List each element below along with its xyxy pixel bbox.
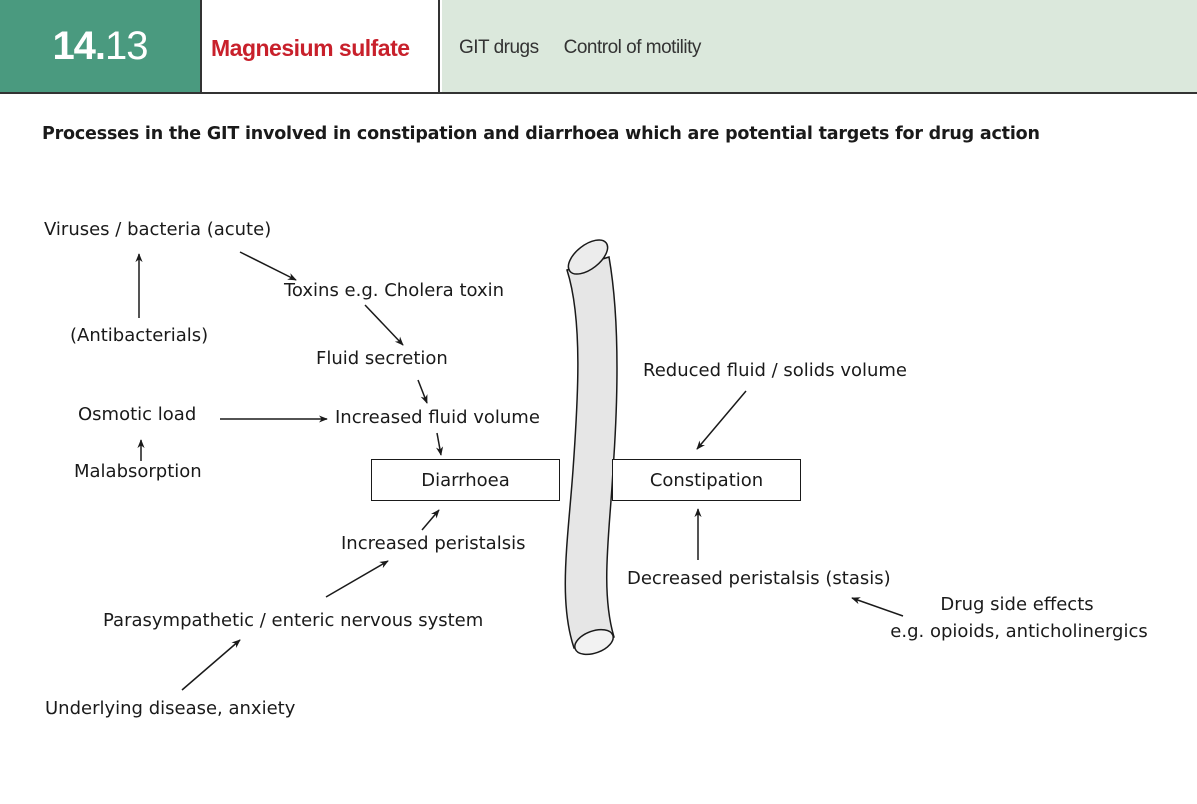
arrow-peristalsis-to-diarrhoea [421, 509, 440, 531]
label-increased-fluid-volume: Increased fluid volume [335, 407, 540, 428]
section-minor: 13 [105, 23, 148, 68]
label-fluid-secretion: Fluid secretion [316, 348, 448, 369]
label-viruses-bacteria: Viruses / bacteria (acute) [44, 219, 272, 240]
label-decreased-peristalsis: Decreased peristalsis (stasis) [627, 568, 891, 589]
label-parasympathetic: Parasympathetic / enteric nervous system [103, 610, 484, 631]
page-header: 14.13 Magnesium sulfate GIT drugs Contro… [0, 0, 1197, 94]
breadcrumb-item: Control of motility [563, 37, 702, 58]
constipation-box: Constipation [612, 459, 801, 501]
arrow-drugs-to-decreased-peristalsis [851, 597, 904, 617]
label-reduced-fluid: Reduced fluid / solids volume [643, 360, 908, 381]
header-divider [0, 92, 1197, 94]
constipation-label: Constipation [649, 469, 764, 491]
breadcrumb-item: GIT drugs [459, 37, 539, 58]
arrow-fluid-secretion-to-increased-fluid [417, 379, 428, 404]
section-number: 14.13 [0, 0, 200, 92]
label-toxins: Toxins e.g. Cholera toxin [284, 280, 505, 301]
arrow-underlying-to-parasympathetic [181, 639, 241, 691]
label-drug-side-effects: Drug side effects [940, 594, 1094, 615]
label-drug-examples: e.g. opioids, anticholinergics [890, 621, 1148, 642]
page-title: Magnesium sulfate [200, 0, 440, 92]
arrow-reduced-fluid-to-constipation [696, 390, 747, 450]
diarrhoea-label: Diarrhoea [421, 469, 510, 491]
diarrhoea-box: Diarrhoea [371, 459, 560, 501]
arrow-toxins-to-fluid-secretion [364, 304, 404, 346]
label-underlying-disease: Underlying disease, anxiety [45, 698, 296, 719]
label-antibacterials: (Antibacterials) [70, 325, 209, 346]
arrow-parasympathetic-to-peristalsis [325, 560, 389, 598]
intestine-icon [564, 239, 618, 656]
label-osmotic-load: Osmotic load [78, 404, 197, 425]
arrow-viruses-to-toxins [239, 251, 297, 281]
intestine-body [564, 256, 618, 649]
breadcrumb: GIT drugs Control of motility [442, 0, 1197, 92]
section-major: 14. [52, 23, 106, 68]
intestine-bottom-opening [574, 628, 614, 656]
label-malabsorption: Malabsorption [74, 461, 202, 482]
figure-heading: Processes in the GIT involved in constip… [42, 124, 1040, 144]
label-increased-peristalsis: Increased peristalsis [341, 533, 526, 554]
intestine-top-opening [567, 239, 609, 275]
arrow-increased-fluid-to-diarrhoea [436, 432, 444, 456]
